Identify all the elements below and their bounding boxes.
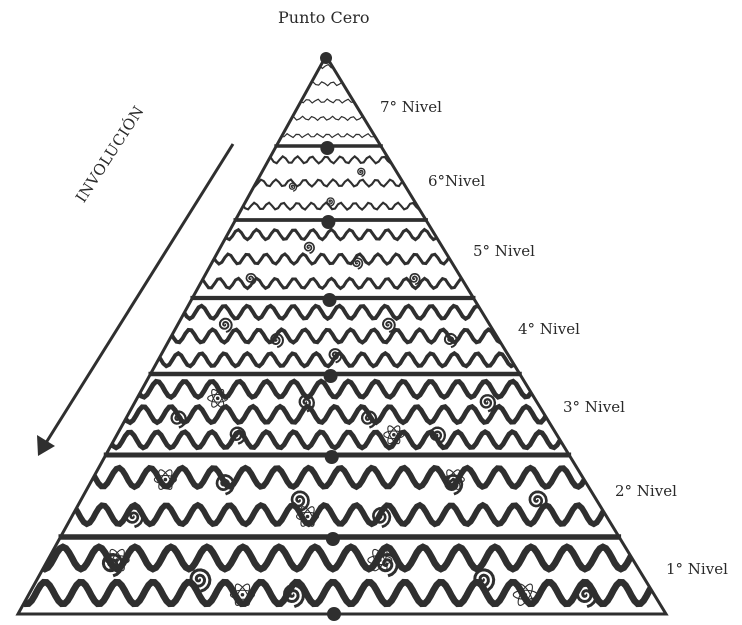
wave-texture (259, 156, 397, 163)
wave-texture (272, 134, 383, 138)
level-6-label: 6°Nivel (428, 172, 485, 190)
wave-texture (204, 254, 459, 264)
level-5-label: 5° Nivel (473, 242, 535, 260)
arrowhead-icon (37, 435, 55, 456)
axis-dot (327, 607, 341, 621)
spiral-icon (305, 243, 314, 254)
spiral-icon (383, 319, 395, 332)
wave-texture (217, 230, 442, 240)
spiral-icon (353, 258, 363, 269)
axis-dot (324, 369, 338, 383)
spiral-icon (378, 555, 397, 576)
level-4-label: 4° Nivel (518, 320, 580, 338)
axis-dot (326, 532, 340, 546)
axis-dot (320, 52, 332, 64)
axis-dot (320, 141, 334, 155)
axis-dot (325, 450, 339, 464)
wave-texture (246, 180, 411, 187)
wave-texture (282, 116, 372, 120)
level-3-label: 3° Nivel (563, 398, 625, 416)
level-7-label: 7° Nivel (380, 98, 442, 116)
wave-texture (20, 582, 662, 603)
spiral-icon (126, 508, 143, 527)
wave-texture (175, 306, 490, 319)
level-1-label: 1° Nivel (666, 560, 728, 578)
spiral-icon (481, 395, 495, 411)
axis-dot (322, 293, 336, 307)
level-2-label: 2° Nivel (615, 482, 677, 500)
wave-texture (104, 432, 569, 448)
spiral-icon (530, 492, 547, 511)
axis-dot (321, 215, 335, 229)
wave-texture (132, 381, 537, 397)
spiral-icon (220, 319, 232, 332)
apex-label: Punto Cero (278, 8, 370, 27)
wave-texture (190, 278, 472, 288)
wave-texture (63, 505, 615, 524)
spiral-icon (290, 183, 297, 191)
wave-texture (39, 547, 639, 569)
spiral-icon (358, 168, 365, 176)
wave-texture (310, 64, 340, 68)
